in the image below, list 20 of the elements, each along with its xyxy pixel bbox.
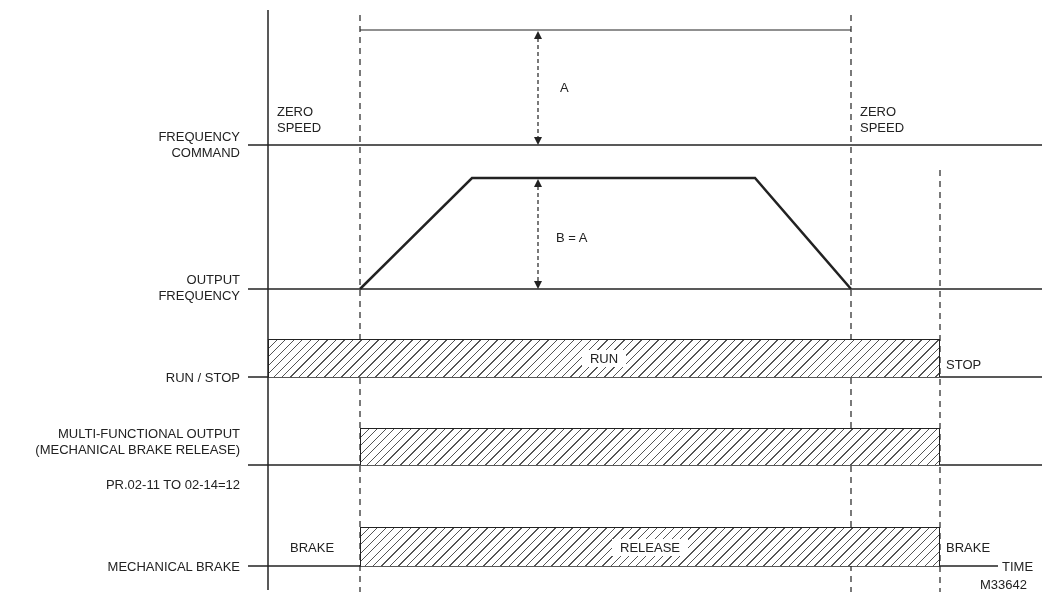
state-label: STOP [946, 357, 983, 373]
signal-state-label: RELEASE [612, 538, 688, 556]
state-label: ZERO SPEED [277, 104, 323, 136]
parameter-note: PR.02-11 TO 02-14=12 [104, 477, 240, 493]
state-label: BRAKE [946, 540, 992, 556]
brake-release-output-bar [360, 428, 940, 465]
signal-name: OUTPUT FREQUENCY [157, 272, 240, 304]
axis-label: TIME [1002, 559, 1035, 575]
state-label: ZERO SPEED [860, 104, 906, 136]
figure-number: M33642 [980, 577, 1028, 593]
signal-name: RUN / STOP [164, 370, 240, 386]
dimension-label: B = A [556, 230, 589, 246]
signal-state-label: RUN [581, 350, 627, 367]
release-signal-bar [360, 527, 940, 566]
signal-name: MULTI-FUNCTIONAL OUTPUT (MECHANICAL BRAKE RELEASE) [34, 426, 240, 458]
signal-name: MECHANICAL BRAKE [106, 559, 240, 575]
dimension-label: A [560, 80, 570, 96]
run-signal-bar [268, 339, 940, 377]
signal-name: FREQUENCY COMMAND [157, 129, 240, 161]
state-label: BRAKE [290, 540, 336, 556]
